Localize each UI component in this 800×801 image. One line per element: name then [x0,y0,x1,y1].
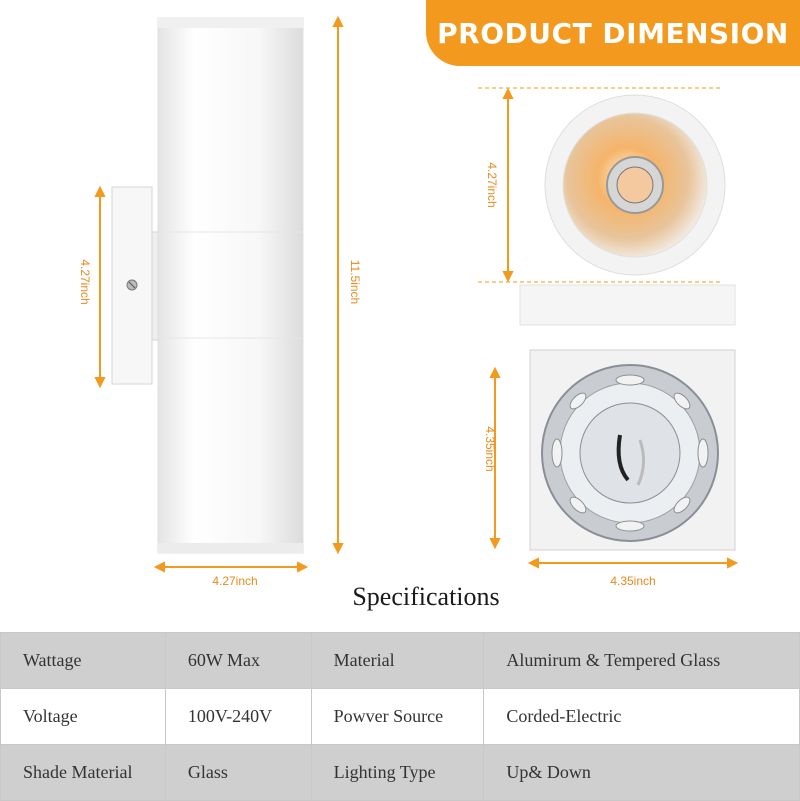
spec-value-power-source: Corded-Electric [483,688,800,745]
spec-label-material: Material [310,632,485,689]
bracket-height-label: 4.27inch [78,259,92,305]
back-height-label: 4.35inch [483,426,497,472]
spec-value-material: Alumirum & Tempered Glass [483,632,800,689]
spec-value-lighting-type: Up& Down [483,744,800,801]
spec-label-power-source: Powver Source [310,688,485,745]
spec-value-wattage: 60W Max [164,632,312,689]
front-width-label: 4.27inch [212,574,258,588]
top-diameter-label: 4.27inch [485,162,499,208]
back-width-label: 4.35inch [610,574,656,588]
spec-value-voltage: 100V-240V [164,688,312,745]
lamp-front-view [94,15,344,573]
lamp-top-view [478,87,736,326]
specifications-table: Wattage 60W Max Material Alumirum & Temp… [0,632,800,801]
front-height-label: 11.5inch [348,259,362,305]
spec-row-wattage: Wattage 60W Max Material Alumirum & Temp… [0,632,800,689]
specifications-title: Specifications [352,582,500,611]
spec-label-shade-material: Shade Material [0,744,166,801]
spec-label-wattage: Wattage [0,632,166,689]
spec-label-voltage: Voltage [0,688,166,745]
spec-label-lighting-type: Lighting Type [310,744,485,801]
lamp-back-view [489,349,739,569]
spec-row-shade-material: Shade Material Glass Lighting Type Up& D… [0,744,800,801]
spec-row-voltage: Voltage 100V-240V Powver Source Corded-E… [0,688,800,745]
product-dimension-badge: PRODUCT DIMENSION [426,0,800,66]
spec-value-shade-material: Glass [164,744,312,801]
